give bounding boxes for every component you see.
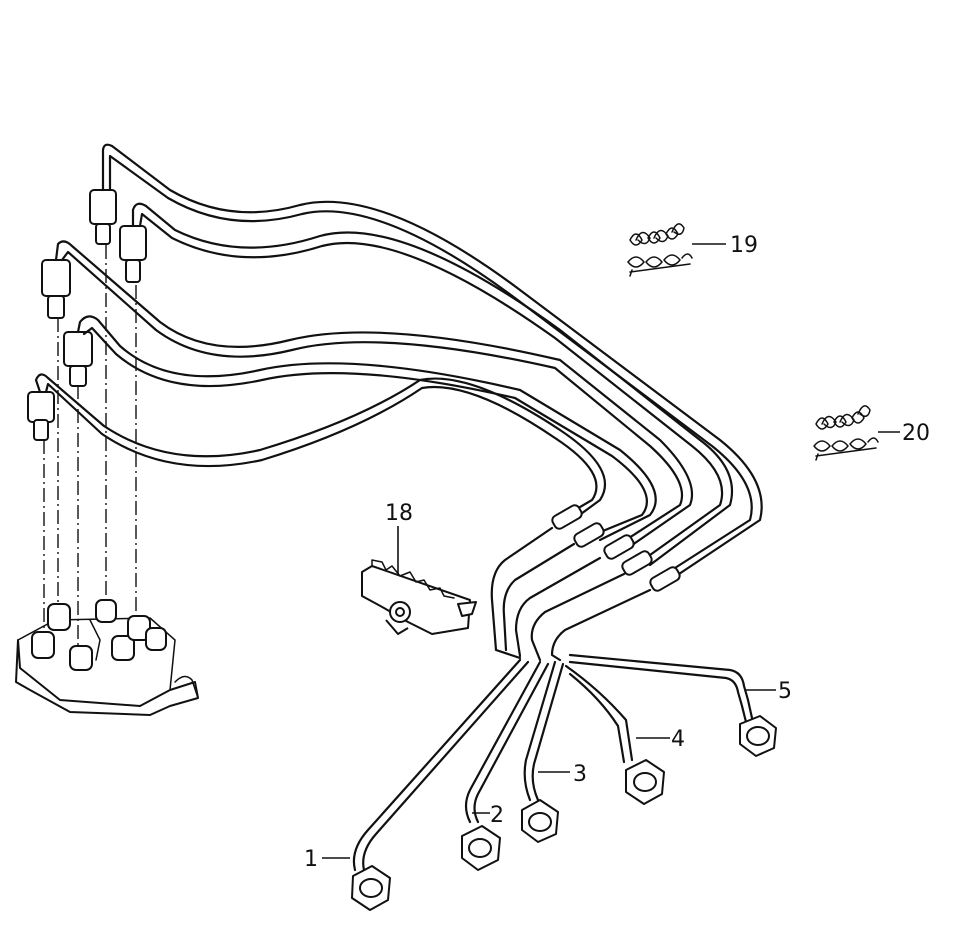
injection-pump (15, 599, 199, 716)
callout-labels: 1 2 3 4 5 18 19 20 (304, 233, 930, 872)
fitting-2 (119, 225, 147, 283)
callout-19: 19 (730, 233, 758, 258)
callout-1: 1 (304, 847, 318, 872)
leader-lines (322, 243, 900, 859)
fitting-3 (41, 259, 71, 319)
clip-set-20 (813, 405, 879, 461)
union-nut-2 (461, 825, 501, 871)
injection-line-bundle (34, 143, 763, 582)
union-nut-1 (351, 865, 391, 911)
fitting-1 (89, 189, 117, 245)
callout-2: 2 (490, 803, 504, 828)
callout-5: 5 (778, 679, 792, 704)
injector-fittings (27, 189, 147, 441)
callout-4: 4 (671, 727, 685, 752)
fitting-5 (27, 391, 55, 441)
callout-3: 3 (573, 762, 587, 787)
union-nut-5 (739, 715, 777, 757)
union-nut-4 (625, 759, 665, 805)
pipe-sleeves (551, 504, 681, 592)
assembly-guide-lines (43, 245, 137, 646)
union-nut-3 (521, 799, 559, 843)
lower-lines (351, 504, 777, 911)
callout-18: 18 (385, 501, 413, 526)
clip-set-19 (627, 223, 693, 277)
fitting-4 (63, 331, 93, 387)
pump-outlet (31, 599, 167, 671)
callout-20: 20 (902, 421, 930, 446)
holder-bracket-18 (361, 559, 477, 635)
